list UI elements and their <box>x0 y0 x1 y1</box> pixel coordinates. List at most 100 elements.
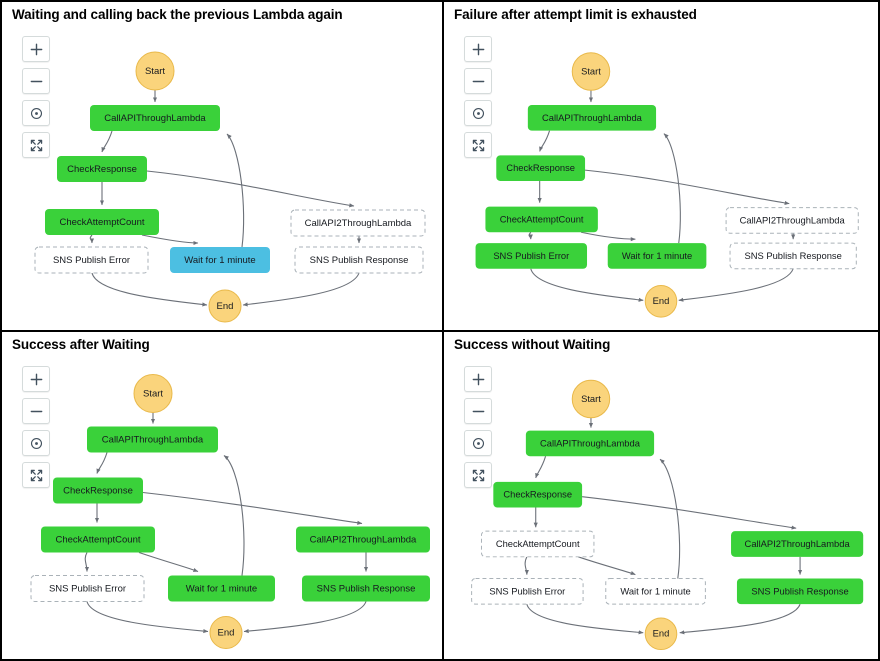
center-view-button[interactable] <box>22 430 50 456</box>
expand-arrows-icon <box>471 468 486 483</box>
node-shape <box>296 526 430 553</box>
plus-icon <box>471 42 486 57</box>
node-start[interactable]: Start <box>571 379 611 419</box>
plus-icon <box>29 42 44 57</box>
node-checkresp[interactable]: CheckResponse <box>496 155 586 181</box>
node-snserr[interactable]: SNS Publish Error <box>475 243 588 269</box>
node-checkcnt[interactable]: CheckAttemptCount <box>485 206 598 233</box>
edge-snsresp-to-end <box>242 272 360 307</box>
edge-checkresp-to-call2 <box>582 496 797 530</box>
node-shape <box>725 207 859 234</box>
node-start[interactable]: Start <box>571 52 611 91</box>
zoom-in-button[interactable] <box>464 366 492 392</box>
panel-failure-limit: Failure after attempt limit is exhausted… <box>444 2 878 332</box>
node-shape <box>485 206 598 233</box>
plus-icon <box>29 372 44 387</box>
edge-wait-to-call1 <box>659 458 681 579</box>
expand-arrows-icon <box>471 138 486 153</box>
node-shape <box>170 247 270 273</box>
node-end[interactable]: End <box>644 617 678 651</box>
node-snsresp[interactable]: SNS Publish Response <box>302 575 430 602</box>
zoom-out-button[interactable] <box>464 398 492 424</box>
fit-to-screen-button[interactable] <box>464 132 492 158</box>
node-shape <box>57 156 147 182</box>
node-call2[interactable]: CallAPI2ThroughLambda <box>725 207 859 234</box>
graph-zoom-controls <box>464 366 492 488</box>
edge-checkresp-to-call2 <box>584 169 790 205</box>
node-end[interactable]: End <box>209 616 243 649</box>
node-shape <box>209 616 243 649</box>
node-wait[interactable]: Wait for 1 minute <box>605 578 706 605</box>
node-checkresp[interactable]: CheckResponse <box>57 156 147 182</box>
node-call1[interactable]: CallAPIThroughLambda <box>527 105 657 131</box>
panel-title: Success without Waiting <box>454 337 611 352</box>
expand-arrows-icon <box>29 468 44 483</box>
zoom-in-button[interactable] <box>22 36 50 62</box>
zoom-in-button[interactable] <box>464 36 492 62</box>
edge-checkcnt-to-snserr <box>89 234 95 244</box>
node-shape <box>133 374 173 413</box>
node-snsresp[interactable]: SNS Publish Response <box>736 578 864 605</box>
node-shape <box>475 243 588 269</box>
node-call2[interactable]: CallAPI2ThroughLambda <box>731 531 864 557</box>
node-call1[interactable]: CallAPIThroughLambda <box>87 426 218 453</box>
node-end[interactable]: End <box>644 285 678 318</box>
node-shape <box>208 289 242 323</box>
zoom-out-button[interactable] <box>22 68 50 94</box>
fit-to-screen-button[interactable] <box>22 132 50 158</box>
node-checkresp[interactable]: CheckResponse <box>493 481 583 508</box>
node-call1[interactable]: CallAPIThroughLambda <box>525 430 655 457</box>
node-shape <box>30 575 145 602</box>
center-view-button[interactable] <box>464 430 492 456</box>
node-shape <box>731 531 864 557</box>
node-wait[interactable]: Wait for 1 minute <box>168 575 275 602</box>
fit-to-screen-button[interactable] <box>22 462 50 488</box>
edge-wait-to-call1 <box>226 133 245 248</box>
node-start[interactable]: Start <box>135 51 175 91</box>
zoom-out-button[interactable] <box>22 398 50 424</box>
edge-checkcnt-to-wait <box>138 551 199 573</box>
node-shape <box>496 155 586 181</box>
node-snsresp[interactable]: SNS Publish Response <box>729 242 857 270</box>
edge-checkcnt-to-snserr <box>84 552 90 572</box>
edge-checkcnt-to-wait <box>141 234 199 246</box>
node-checkcnt[interactable]: CheckAttemptCount <box>41 526 155 553</box>
node-snsresp[interactable]: SNS Publish Response <box>294 246 424 274</box>
zoom-in-button[interactable] <box>22 366 50 392</box>
node-wait[interactable]: Wait for 1 minute <box>607 243 707 269</box>
node-snserr[interactable]: SNS Publish Error <box>471 578 584 605</box>
fit-to-screen-button[interactable] <box>464 462 492 488</box>
node-checkresp[interactable]: CheckResponse <box>53 477 143 504</box>
node-start[interactable]: Start <box>133 374 173 413</box>
node-snserr[interactable]: SNS Publish Error <box>30 575 145 602</box>
node-call2[interactable]: CallAPI2ThroughLambda <box>296 526 430 553</box>
node-end[interactable]: End <box>208 289 242 323</box>
node-shape <box>290 209 426 237</box>
node-call2[interactable]: CallAPI2ThroughLambda <box>290 209 426 237</box>
node-shape <box>471 578 584 605</box>
minus-icon <box>29 74 44 89</box>
node-checkcnt[interactable]: CheckAttemptCount <box>480 530 595 558</box>
node-checkcnt[interactable]: CheckAttemptCount <box>45 209 159 235</box>
edge-snserr-to-end <box>530 268 644 302</box>
edge-checkresp-to-call2 <box>146 170 355 208</box>
node-wait[interactable]: Wait for 1 minute <box>170 247 270 273</box>
edge-snserr-to-end <box>526 603 644 635</box>
plus-icon <box>471 372 486 387</box>
target-icon <box>29 106 44 121</box>
edge-snsresp-to-end <box>679 603 801 635</box>
node-call1[interactable]: CallAPIThroughLambda <box>90 105 220 131</box>
node-shape <box>571 52 611 91</box>
panel-title: Waiting and calling back the previous La… <box>12 7 343 22</box>
panel-title: Failure after attempt limit is exhausted <box>454 7 697 22</box>
edge-layer <box>524 417 803 635</box>
zoom-out-button[interactable] <box>464 68 492 94</box>
center-view-button[interactable] <box>464 100 492 126</box>
edge-layer <box>528 90 796 302</box>
node-snserr[interactable]: SNS Publish Error <box>34 246 149 274</box>
center-view-button[interactable] <box>22 100 50 126</box>
